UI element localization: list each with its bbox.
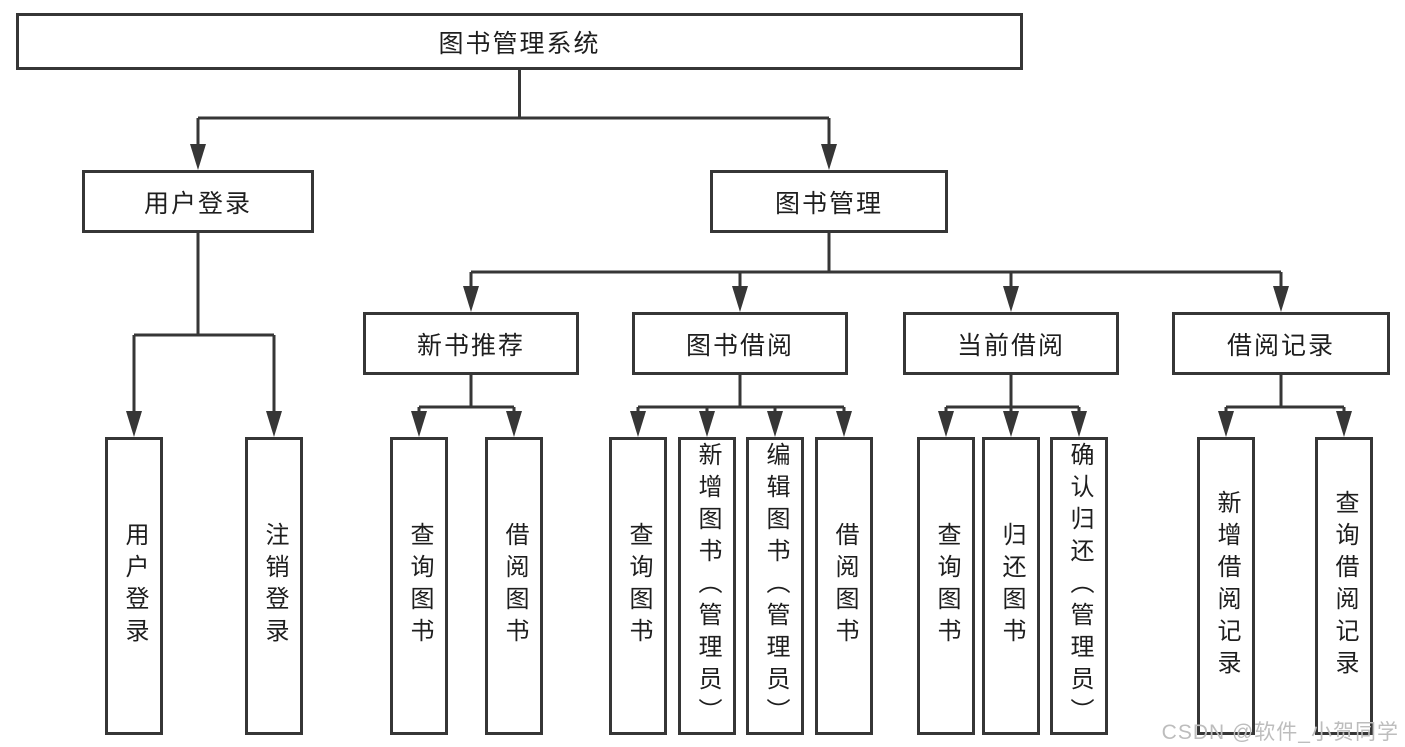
node-label: 注销登录 (261, 522, 288, 650)
node-book-borrow: 图书借阅 (632, 312, 848, 375)
node-label: 图书管理 (774, 189, 883, 218)
node-return-book: 归还图书 (982, 437, 1040, 735)
node-query-borrow-record: 查询借阅记录 (1315, 437, 1373, 735)
node-add-book-admin: 新增图书（管理员） (678, 437, 736, 735)
node-label: 新增借阅记录 (1213, 490, 1240, 682)
node-label: 借阅记录 (1226, 331, 1335, 360)
node-current-borrow: 当前借阅 (903, 312, 1119, 375)
node-new-book-recommend: 新书推荐 (363, 312, 579, 375)
node-label: 借阅图书 (501, 522, 528, 650)
node-add-borrow-record: 新增借阅记录 (1197, 437, 1255, 735)
node-query-books-2: 查询图书 (609, 437, 667, 735)
node-user-login-action: 用户登录 (105, 437, 163, 735)
node-user-login: 用户登录 (82, 170, 314, 233)
node-edit-book-admin: 编辑图书（管理员） (746, 437, 804, 735)
node-label: 新书推荐 (416, 331, 525, 360)
node-borrow-records: 借阅记录 (1172, 312, 1390, 375)
node-label: 归还图书 (998, 522, 1025, 650)
node-label: 当前借阅 (956, 331, 1065, 360)
node-borrow-books-1: 借阅图书 (485, 437, 543, 735)
node-label: 查询图书 (933, 522, 960, 650)
node-logout: 注销登录 (245, 437, 303, 735)
node-label: 图书借阅 (685, 331, 794, 360)
node-confirm-return-admin: 确认归还（管理员） (1050, 437, 1108, 735)
node-query-books-1: 查询图书 (390, 437, 448, 735)
node-label: 用户登录 (121, 522, 148, 650)
node-label: 借阅图书 (831, 522, 858, 650)
node-library-system: 图书管理系统 (16, 13, 1023, 70)
node-label: 编辑图书（管理员） (762, 442, 789, 730)
node-label: 确认归还（管理员） (1066, 442, 1093, 730)
node-label: 查询图书 (625, 522, 652, 650)
node-label: 图书管理系统 (438, 29, 601, 58)
node-query-books-3: 查询图书 (917, 437, 975, 735)
node-book-management: 图书管理 (710, 170, 948, 233)
csdn-watermark: CSDN @软件_小贺同学 (1161, 721, 1399, 744)
node-borrow-books-2: 借阅图书 (815, 437, 873, 735)
node-label: 查询借阅记录 (1331, 490, 1358, 682)
node-label: 用户登录 (143, 189, 252, 218)
node-label: 查询图书 (406, 522, 433, 650)
node-label: 新增图书（管理员） (694, 442, 721, 730)
